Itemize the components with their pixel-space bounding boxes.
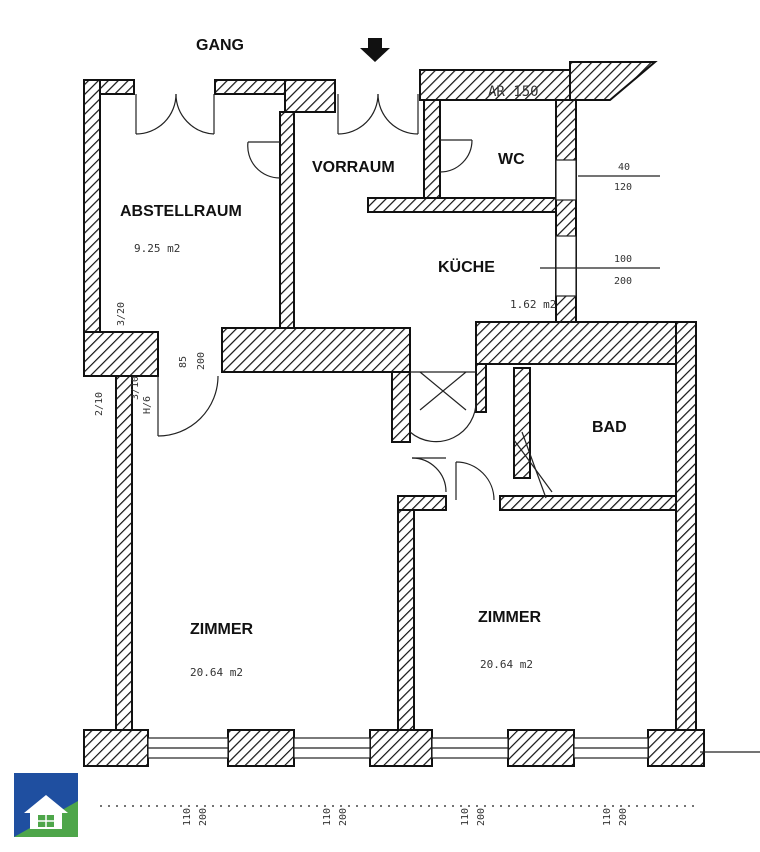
dim-bottom-w2-top: 110 — [322, 808, 333, 826]
label-gang: GANG — [196, 37, 244, 54]
dim-ar: AR 150 — [488, 84, 539, 100]
label-wc: WC — [498, 151, 525, 168]
wall-bottom-5 — [647, 729, 705, 767]
label-kueche: KÜCHE — [438, 257, 495, 276]
door-abstell-vorraum — [247, 141, 281, 179]
wall-center-right-drop — [475, 363, 487, 413]
wall-left-lower — [115, 375, 133, 737]
dim-bottom-w3-bottom: 200 — [476, 808, 487, 826]
dim-bottom-w2-bottom: 200 — [338, 808, 349, 826]
house-logo-icon — [14, 773, 78, 837]
wall-top-right — [419, 69, 571, 101]
wall-divider-top — [397, 495, 447, 511]
area-abstellraum: 9.25 m2 — [134, 242, 180, 255]
dim-door-a-top: 85 — [178, 356, 189, 368]
wall-abstell-vorraum — [279, 111, 295, 333]
wall-center-horizontal — [221, 327, 411, 373]
dim-side-a: 2/10 — [94, 392, 105, 416]
label-abstellraum: ABSTELLRAUM — [120, 203, 242, 220]
wall-bad-bottom — [499, 495, 677, 511]
window-wc — [555, 159, 577, 201]
wall-kitchen-top — [367, 197, 559, 213]
area-zimmer-left: 20.64 m2 — [190, 666, 243, 679]
wall-vorraum-wc — [423, 99, 441, 199]
label-zimmer-right: ZIMMER — [478, 609, 542, 626]
wall-zimmer-divider — [397, 497, 415, 731]
door-zimmer-left — [157, 375, 219, 437]
wall-center-vert-left — [391, 371, 411, 443]
wall-left-mid — [83, 331, 159, 377]
dim-bottom-w1-bottom: 200 — [198, 808, 209, 826]
wall-center-right — [475, 321, 697, 365]
dim-abstell-side: 3/20 — [116, 302, 127, 326]
dim-bottom-w1-top: 110 — [182, 808, 193, 826]
door-abstell-corridor — [135, 93, 215, 135]
wall-top-angle — [569, 61, 658, 101]
dim-kueche-bottom: 200 — [614, 276, 632, 287]
dim-side-b: 3/10 — [130, 376, 141, 400]
wall-bottom-3 — [369, 729, 433, 767]
dim-bottom-w4-top: 110 — [602, 808, 613, 826]
door-zimmer-right — [411, 457, 495, 501]
wall-bottom-4 — [507, 729, 575, 767]
wall-right-outer — [675, 321, 697, 753]
dim-wc-top: 40 — [618, 162, 630, 173]
window-kueche — [555, 235, 577, 297]
label-zimmer-left: ZIMMER — [190, 621, 254, 638]
dim-bottom-w3-top: 110 — [460, 808, 471, 826]
wall-left-upper — [83, 79, 101, 333]
label-vorraum: VORRAUM — [312, 159, 395, 176]
dim-side-c: H/6 — [142, 396, 153, 414]
wall-top-vorraum — [284, 79, 336, 113]
wall-top-mid — [214, 79, 286, 95]
dim-kueche-top: 100 — [614, 254, 632, 265]
door-main-entrance — [337, 93, 419, 135]
area-zimmer-right: 20.64 m2 — [480, 658, 533, 671]
wall-bottom-2 — [227, 729, 295, 767]
dim-door-a-bottom: 200 — [196, 352, 207, 370]
wall-bad-left — [513, 367, 531, 479]
area-kueche: 1.62 m2 — [510, 298, 556, 311]
dim-wc-bottom: 120 — [614, 182, 632, 193]
label-bad: BAD — [592, 419, 627, 436]
door-bad — [513, 431, 553, 499]
door-kitchen-lower — [409, 371, 477, 443]
wall-bottom-1 — [83, 729, 149, 767]
door-wc — [439, 139, 473, 173]
dim-bottom-w4-bottom: 200 — [618, 808, 629, 826]
entrance-arrow-icon — [360, 38, 390, 62]
